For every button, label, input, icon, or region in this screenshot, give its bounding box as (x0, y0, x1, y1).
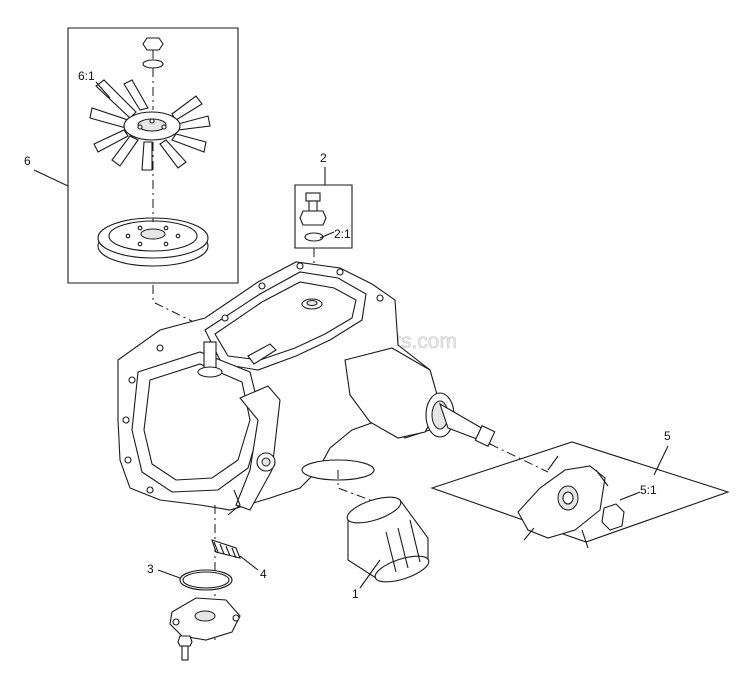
callout-1: 1 (352, 587, 359, 601)
kit-6-box (67, 27, 239, 284)
leader-3 (157, 569, 181, 579)
leader-6-1 (95, 81, 111, 99)
vent-washer (304, 232, 324, 242)
oil-filter (346, 496, 430, 583)
fan-washer (142, 59, 164, 69)
bypass-link (247, 343, 277, 365)
fan-nut (142, 37, 164, 51)
drive-pulley (97, 217, 209, 267)
kit-2-vent: 2:1 (294, 184, 353, 249)
callout-3: 3 (147, 562, 154, 576)
kit-5-hub: 5:1 (430, 441, 730, 549)
leader-5-1 (619, 491, 641, 501)
transaxle-housing (117, 261, 496, 516)
spring (211, 539, 241, 559)
lug-nut (601, 503, 625, 531)
axle-axis-line (489, 443, 549, 473)
vent-hex (299, 210, 327, 226)
o-ring (179, 569, 233, 591)
control-arm (235, 385, 281, 511)
leader-4 (239, 555, 259, 571)
vent-cap (305, 192, 321, 202)
kit-6-fan-pulley: 6:1 (67, 27, 239, 284)
leader-2-1 (319, 231, 335, 239)
kit-2-box (294, 184, 353, 249)
leader-1 (359, 559, 381, 589)
cover-bolt (177, 635, 193, 661)
bottom-cover (169, 597, 241, 641)
leader-5 (653, 445, 669, 476)
cooling-fan (89, 79, 211, 171)
callout-4: 4 (260, 567, 267, 581)
callout-5-1: 5:1 (640, 483, 657, 497)
callout-2: 2 (320, 151, 327, 165)
callout-6-1: 6:1 (78, 69, 95, 83)
leader-6 (33, 169, 69, 187)
pulley-axis-line (152, 285, 211, 345)
callout-6: 6 (24, 154, 31, 168)
callout-2-1: 2:1 (334, 227, 351, 241)
callout-5: 5 (664, 429, 671, 443)
